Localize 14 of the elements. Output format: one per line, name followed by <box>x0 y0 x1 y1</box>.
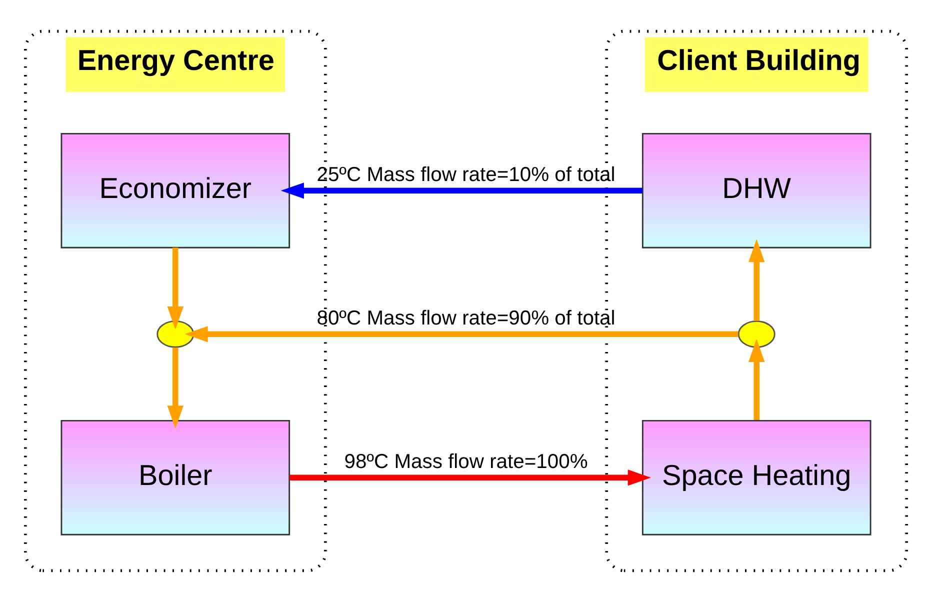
arrow <box>748 238 765 320</box>
arrow <box>167 247 184 330</box>
arrow <box>280 182 642 198</box>
arrow <box>290 469 651 486</box>
arrow <box>748 338 765 420</box>
node-box: Boiler <box>60 419 290 535</box>
node-box: Space Heating <box>642 419 872 535</box>
arrow <box>184 326 738 342</box>
node-circle <box>738 320 776 348</box>
node-box: DHW <box>642 132 872 248</box>
node-circle <box>156 320 194 348</box>
edge-label: 98ºC Mass flow rate=100% <box>344 450 588 472</box>
node-box: Economizer <box>60 132 290 248</box>
arrow <box>167 347 184 428</box>
